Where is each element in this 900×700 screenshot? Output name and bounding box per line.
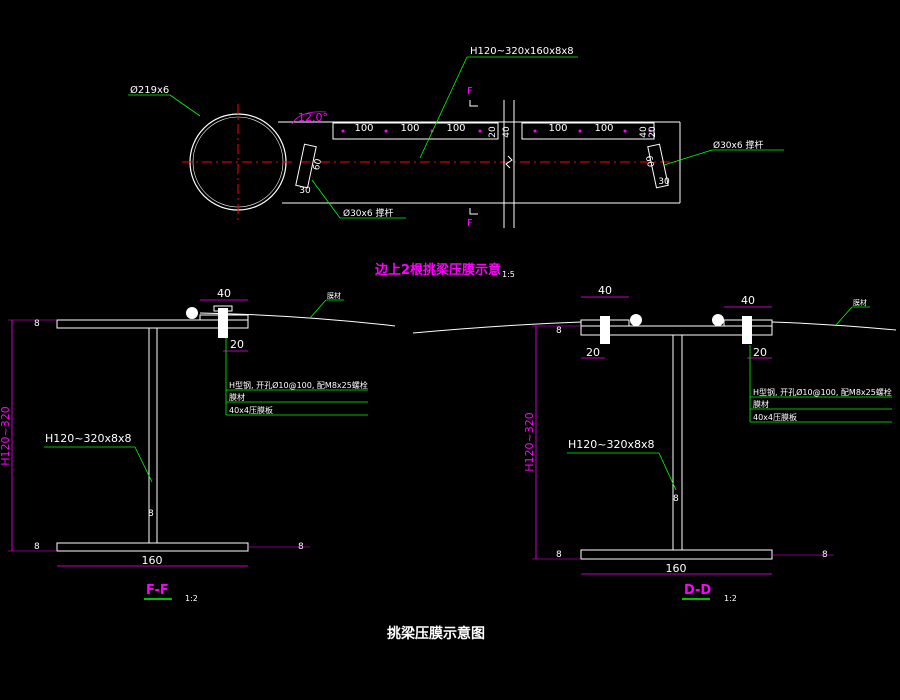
plan-view-title: 边上2根挑梁压膜示意 xyxy=(374,262,501,278)
dim-bottom-flange: 8 xyxy=(34,542,40,552)
dim-edge: 40 xyxy=(639,126,649,138)
rod-left xyxy=(295,143,317,189)
rope-circle-left xyxy=(630,314,642,326)
bottom-flange xyxy=(580,549,773,560)
leader-membrane xyxy=(835,306,853,326)
dim-width: 160 xyxy=(666,562,687,575)
dim-edge: 40 xyxy=(502,126,512,138)
leader-membrane xyxy=(309,299,327,319)
dim-edge: 20 xyxy=(648,126,658,138)
rope-circle-right xyxy=(712,314,724,326)
leader-beam xyxy=(134,446,153,483)
section-mark-top-symbol xyxy=(469,100,478,107)
leader-pipe xyxy=(169,94,201,117)
rod-label-bottom: Ø30x6 撑杆 xyxy=(343,207,393,219)
dim-bottom-flange: 8 xyxy=(556,550,562,560)
bolt-hole xyxy=(384,129,388,133)
beam-label: H120~320x8x8 xyxy=(568,438,655,451)
note-3: 40x4压膜板 xyxy=(229,405,273,415)
dim-web: 8 xyxy=(673,494,679,504)
dim-spacing: 100 xyxy=(548,123,567,134)
leader-beam xyxy=(419,56,468,159)
section-ff: H120~320 8 8 8 8 160 40 20 膜材 H型钢, 开孔Ø10… xyxy=(0,287,396,603)
bolt-hole xyxy=(533,129,537,133)
bolt-hole xyxy=(648,129,652,133)
bolt-right xyxy=(742,316,752,344)
rod-dim: 60 xyxy=(312,158,324,172)
dim-spacing: 100 xyxy=(446,123,465,134)
dim-plate-width: 40 xyxy=(217,287,231,300)
main-title: 挑梁压膜示意图 xyxy=(387,625,485,642)
section-scale: 1:2 xyxy=(724,594,737,603)
bolt-hole xyxy=(578,129,582,133)
beam-label: H120~320x8x8 xyxy=(45,432,132,445)
plan-view: 100 100 100 100 100 20 40 20 40 12.0° 60… xyxy=(128,46,784,279)
membrane-label: 膜材 xyxy=(853,298,867,307)
leader-beam xyxy=(658,452,677,491)
leader-rod-right xyxy=(663,149,713,166)
leader-rod-bottom xyxy=(311,179,341,219)
dim-spacing: 100 xyxy=(400,123,419,134)
note-1: H型钢, 开孔Ø10@100, 配M8x25螺栓 xyxy=(753,387,892,397)
dim-top-flange: 8 xyxy=(556,326,562,336)
section-mark-bottom-symbol xyxy=(469,208,478,215)
rod-dim: 30 xyxy=(299,186,311,196)
bolt-hole xyxy=(478,129,482,133)
section-label: F-F xyxy=(146,583,169,598)
pressing-plate-left xyxy=(332,122,499,140)
dim-bolt-offset: 20 xyxy=(230,338,244,351)
section-mark-top: F xyxy=(467,86,473,97)
section-scale: 1:2 xyxy=(185,594,198,603)
membrane-line-right xyxy=(771,321,897,331)
rod-dim: 60 xyxy=(643,155,655,169)
plan-view-scale: 1:5 xyxy=(502,270,515,279)
section-label: D-D xyxy=(684,583,711,598)
beam-label: H120~320x160x8x8 xyxy=(470,46,574,57)
note-3: 40x4压膜板 xyxy=(753,412,797,422)
dim-plate-width-left: 40 xyxy=(598,284,612,297)
bolt-hole xyxy=(623,129,627,133)
dim-bolt-offset-left: 20 xyxy=(586,346,600,359)
dim-width: 160 xyxy=(142,554,163,567)
dim-bolt-offset-right: 20 xyxy=(753,346,767,359)
note-2: 膜材 xyxy=(753,399,769,409)
membrane-label: 膜材 xyxy=(327,291,341,300)
dim-web: 8 xyxy=(148,509,154,519)
break-symbol xyxy=(505,155,513,169)
dim-plate-width-right: 40 xyxy=(741,294,755,307)
membrane-line-left xyxy=(412,321,582,334)
dim-top-flange: 8 xyxy=(34,319,40,329)
note-2: 膜材 xyxy=(229,392,245,402)
angle-label: 12.0° xyxy=(298,111,328,124)
section-mark-bottom: F xyxy=(467,218,473,229)
bolt-holes xyxy=(341,129,652,133)
dim-spacing: 100 xyxy=(594,123,613,134)
section-dd: H120~320 8 8 8 8 160 40 40 20 20 膜材 H型钢,… xyxy=(412,284,897,603)
pressing-plate-right xyxy=(521,122,655,140)
dim-height: H120~320 xyxy=(0,406,12,465)
rope-circle xyxy=(186,307,198,319)
bolt xyxy=(218,308,228,338)
angle-arc xyxy=(291,111,327,125)
dim-spacing: 100 xyxy=(354,123,373,134)
note-1: H型钢, 开孔Ø10@100, 配M8x25螺栓 xyxy=(229,380,368,390)
pipe-label: Ø219x6 xyxy=(130,84,169,96)
rod-right xyxy=(647,143,669,189)
rod-label-right: Ø30x6 撑杆 xyxy=(713,139,763,151)
bolt-left xyxy=(600,316,610,344)
rod-dim: 30 xyxy=(658,177,670,187)
bolt-hole xyxy=(341,129,345,133)
bolt-head xyxy=(213,305,233,312)
membrane-line xyxy=(199,312,396,327)
dim-height: H120~320 xyxy=(523,412,536,471)
dim-edge: 20 xyxy=(488,126,498,138)
